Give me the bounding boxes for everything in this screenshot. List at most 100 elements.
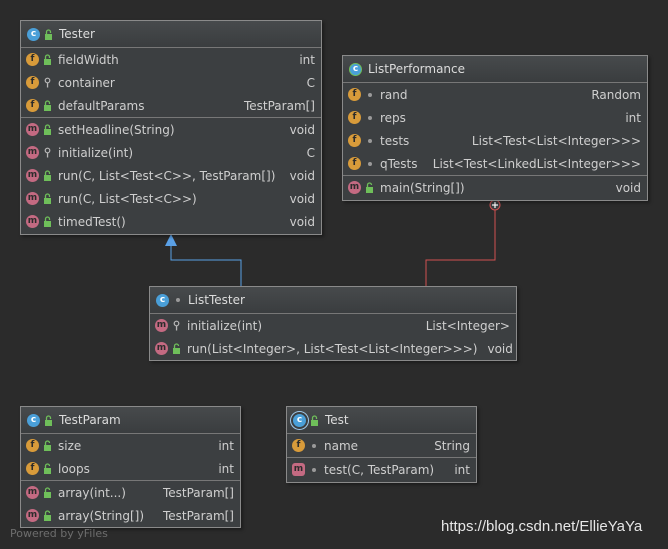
class-box-tester[interactable]: c Tester f fieldWidth int f container C …: [20, 20, 322, 235]
method-row[interactable]: m main(String[]) void: [343, 176, 647, 199]
field-icon: f: [26, 76, 39, 89]
method-row[interactable]: m run(List<Integer>, List<Test<List<Inte…: [150, 337, 516, 360]
class-box-list-tester[interactable]: c ListTester m initialize(int) List<Inte…: [149, 286, 517, 361]
package-dot-icon: [365, 112, 374, 124]
package-dot-icon: [365, 158, 374, 170]
methods-section: m initialize(int) List<Integer> m run(Li…: [150, 314, 516, 360]
method-type: void: [615, 180, 641, 195]
method-row[interactable]: m test(C, TestParam) int: [287, 458, 476, 481]
method-row[interactable]: m initialize(int) List<Integer>: [150, 314, 516, 337]
field-name: loops: [58, 461, 90, 476]
method-type: void: [487, 341, 513, 356]
method-row[interactable]: m timedTest() void: [21, 210, 321, 233]
method-icon: m: [155, 319, 168, 332]
field-row[interactable]: f qTests List<Test<LinkedList<Integer>>>: [343, 152, 647, 175]
method-name: initialize(int): [58, 145, 134, 160]
fields-section: f fieldWidth int f container C f default…: [21, 48, 321, 118]
field-icon: f: [26, 462, 39, 475]
method-type: List<Integer>: [425, 318, 510, 333]
method-icon: m: [26, 169, 39, 182]
field-type: C: [306, 75, 315, 90]
class-box-list-performance[interactable]: c ListPerformance f rand Random f reps i…: [342, 55, 648, 201]
method-type: C: [306, 145, 315, 160]
public-unlock-icon: [43, 463, 52, 475]
class-box-test[interactable]: c Test f name String m test(C, TestParam…: [286, 406, 477, 483]
field-type: int: [299, 52, 315, 67]
method-name: array(String[]): [58, 508, 145, 523]
field-row[interactable]: f name String: [287, 434, 476, 457]
class-title: TestParam: [59, 413, 121, 427]
class-box-test-param[interactable]: c TestParam f size int f loops int m arr…: [20, 406, 241, 528]
method-row[interactable]: m run(C, List<Test<C>>, TestParam[]) voi…: [21, 164, 321, 187]
package-lock-icon: [43, 54, 52, 66]
public-unlock-icon: [43, 510, 52, 522]
field-icon: f: [26, 99, 39, 112]
method-type: int: [454, 462, 470, 477]
class-title: ListTester: [188, 293, 245, 307]
method-type: void: [289, 191, 315, 206]
package-lock-icon: [43, 100, 52, 112]
method-row[interactable]: m array(int...) TestParam[]: [21, 481, 240, 504]
field-row[interactable]: f fieldWidth int: [21, 48, 321, 71]
method-icon: m: [26, 215, 39, 228]
field-name: reps: [380, 110, 406, 125]
field-name: qTests: [380, 156, 418, 171]
method-row[interactable]: m setHeadline(String) void: [21, 118, 321, 141]
package-dot-icon: [309, 440, 318, 452]
package-dot-icon: [309, 464, 318, 476]
package-lock-icon: [43, 124, 52, 136]
package-lock-icon: [43, 193, 52, 205]
field-icon: f: [26, 439, 39, 452]
class-header[interactable]: c ListPerformance: [343, 56, 647, 83]
class-header[interactable]: c TestParam: [21, 407, 240, 434]
field-row[interactable]: f rand Random: [343, 83, 647, 106]
field-icon: f: [26, 53, 39, 66]
class-header[interactable]: c Tester: [21, 21, 321, 48]
field-icon: f: [348, 134, 361, 147]
method-row[interactable]: m run(C, List<Test<C>>) void: [21, 187, 321, 210]
inheritance-arrow: [165, 234, 242, 286]
private-key-icon: [43, 77, 52, 89]
watermark-text: https://blog.csdn.net/EllieYaYa: [441, 518, 643, 535]
method-icon: m: [26, 486, 39, 499]
class-header[interactable]: c Test: [287, 407, 476, 434]
class-title: Test: [325, 413, 349, 427]
method-name: run(C, List<Test<C>>, TestParam[]): [58, 168, 276, 183]
field-row[interactable]: f defaultParams TestParam[]: [21, 94, 321, 117]
public-unlock-icon: [365, 182, 374, 194]
method-icon: m: [26, 123, 39, 136]
field-row[interactable]: f loops int: [21, 457, 240, 480]
method-name: test(C, TestParam): [324, 462, 435, 477]
method-type: void: [289, 168, 315, 183]
field-row[interactable]: f container C: [21, 71, 321, 94]
abstract-class-icon: c: [293, 413, 306, 427]
method-row[interactable]: m initialize(int) C: [21, 141, 321, 164]
method-row[interactable]: m array(String[]) TestParam[]: [21, 504, 240, 527]
field-row[interactable]: f size int: [21, 434, 240, 457]
field-name: container: [58, 75, 115, 90]
method-name: run(List<Integer>, List<Test<List<Intege…: [187, 341, 478, 356]
class-title: Tester: [59, 27, 95, 41]
field-row[interactable]: f reps int: [343, 106, 647, 129]
fields-section: f size int f loops int: [21, 434, 240, 481]
field-type: Random: [591, 87, 641, 102]
field-row[interactable]: f tests List<Test<List<Integer>>>: [343, 129, 647, 152]
package-lock-icon: [310, 414, 319, 426]
field-name: size: [58, 438, 82, 453]
methods-section: m test(C, TestParam) int: [287, 458, 476, 481]
field-icon: f: [292, 439, 305, 452]
method-icon: m: [26, 192, 39, 205]
field-icon: f: [348, 88, 361, 101]
method-name: timedTest(): [58, 214, 126, 229]
field-name: name: [324, 438, 359, 453]
class-icon: c: [156, 293, 169, 307]
method-icon: m: [26, 146, 39, 159]
public-unlock-icon: [43, 440, 52, 452]
field-type: List<Test<LinkedList<Integer>>>: [432, 156, 641, 171]
package-lock-icon: [43, 170, 52, 182]
public-unlock-icon: [43, 487, 52, 499]
class-header[interactable]: c ListTester: [150, 287, 516, 314]
package-lock-icon: [43, 216, 52, 228]
powered-by-label: Powered by yFiles: [10, 527, 108, 540]
